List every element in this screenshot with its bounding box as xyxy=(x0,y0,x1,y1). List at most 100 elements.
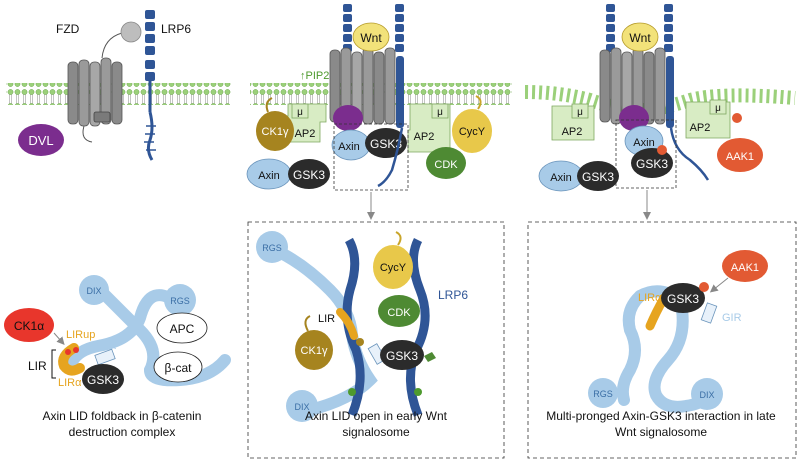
aak1-right xyxy=(717,138,763,172)
lir-bl-label: LIR xyxy=(28,359,47,373)
gsk3-bl xyxy=(82,364,124,394)
box-bottom-middle xyxy=(247,221,505,459)
phospho-dot-right xyxy=(657,145,667,155)
aak1-right-label: AAK1 xyxy=(726,151,754,163)
ck1g-mid-label: CK1γ xyxy=(262,126,289,138)
caption-bl-2: destruction complex xyxy=(69,425,176,439)
ck1g-bm xyxy=(295,330,333,370)
gir-br-label: GIR xyxy=(722,312,742,324)
rgs-bl xyxy=(164,284,196,316)
dvl-mid xyxy=(333,105,363,131)
fzd-receptor xyxy=(67,32,123,143)
ck1a-bl-label: CK1α xyxy=(14,319,44,333)
mu-right-right-label: μ xyxy=(715,103,721,114)
focus-box-mid xyxy=(333,123,409,191)
lir-bm xyxy=(336,308,358,340)
lrp6-stack-right xyxy=(606,4,673,52)
panel-top-right: Wnt μ AP2 μ AP2 Axin GSK3 AAK1 Axin GSK3 xyxy=(524,4,796,220)
axin-right-label: Axin xyxy=(633,137,654,149)
cdk-mid-label: CDK xyxy=(434,159,458,171)
wnt-label-mid: Wnt xyxy=(360,31,382,45)
mu-left-right-label: μ xyxy=(577,107,583,118)
cycy-bm-label: CycY xyxy=(380,262,407,274)
apc-bl-label: APC xyxy=(170,322,195,336)
panel-bottom-right: RGS DIX AAK1 LIRα GSK3 GIR Multi-pronged… xyxy=(527,221,797,459)
ck1a-bl xyxy=(4,308,54,342)
caption-bm-1: Axin LID open in early Wnt xyxy=(305,409,448,423)
caption-bl-1: Axin LID foldback in β-catenin xyxy=(43,409,202,423)
lira-bl-label: LIRα xyxy=(58,377,82,389)
lrp6-receptor xyxy=(144,10,156,161)
panel-bottom-middle: RGS DIX LRP6 CycY CDK LIR CK1γ GSK3 Axin… xyxy=(247,221,505,459)
axin-mid-label: Axin xyxy=(338,141,359,153)
dix-bl xyxy=(79,275,109,305)
rgs-bm-label: RGS xyxy=(262,243,282,253)
gsk3-free-mid xyxy=(288,159,330,189)
cycy-mid-label: CycY xyxy=(459,126,486,138)
lira-br-label: LIRα xyxy=(638,292,662,304)
pip2-label: ↑PIP2 xyxy=(300,70,329,82)
aak1-br xyxy=(722,250,768,282)
lrp6-stack-mid xyxy=(343,4,404,52)
gsk3-mid-label: GSK3 xyxy=(370,137,402,151)
caption-bm-2: signalosome xyxy=(342,425,410,439)
gsk3-bl-label: GSK3 xyxy=(87,373,119,387)
apc-bl xyxy=(156,312,208,344)
gsk3-free-mid-label: GSK3 xyxy=(293,168,325,182)
box-bottom-right xyxy=(527,221,797,459)
rgs-bm xyxy=(256,231,288,263)
gsk3-right xyxy=(631,148,673,178)
rgs-br-label: RGS xyxy=(593,389,613,399)
dvl-right xyxy=(619,105,649,131)
fzd-bundle-mid xyxy=(329,47,404,128)
rgs-bl-label: RGS xyxy=(170,296,190,306)
mu-right-right xyxy=(709,99,727,115)
focus-box-right xyxy=(615,119,677,189)
dix-bm xyxy=(286,390,318,422)
mu-right-mid-label: μ xyxy=(437,107,443,118)
ap2-left-mid-label: AP2 xyxy=(295,128,316,140)
cdk-bm-label: CDK xyxy=(387,307,411,319)
mu-right-mid xyxy=(431,103,449,119)
wnt-ligand-mid xyxy=(352,22,390,52)
dix-bm-label: DIX xyxy=(294,402,309,412)
panel-top-left: FZD LRP6 DVL xyxy=(6,10,231,161)
dix-bl-label: DIX xyxy=(86,286,101,296)
gsk3-br xyxy=(661,283,705,313)
fzd-bundle-right xyxy=(599,47,674,128)
gsk3-right-label: GSK3 xyxy=(636,157,668,171)
lrp6-label: LRP6 xyxy=(161,22,191,36)
crd-domain xyxy=(120,21,142,43)
gsk3-br-label: GSK3 xyxy=(667,292,699,306)
aak1-br-label: AAK1 xyxy=(731,262,759,274)
bcat-bl xyxy=(153,351,203,383)
ap2-left-right-label: AP2 xyxy=(562,126,583,138)
gsk3-bm-label: GSK3 xyxy=(386,349,418,363)
dvl-protein xyxy=(18,124,64,156)
caption-br-1: Multi-pronged Axin-GSK3 interaction in l… xyxy=(546,409,776,423)
cycy-mid xyxy=(452,109,492,153)
ap2-right-right-label: AP2 xyxy=(690,122,711,134)
wnt-ligand-right xyxy=(621,22,659,52)
lrp6-tail-bm2 xyxy=(405,237,430,417)
gsk3-bm xyxy=(380,340,424,370)
mu-left-mid-label: μ xyxy=(297,107,303,118)
axin-free-right-label: Axin xyxy=(550,172,571,184)
axin-free-mid-label: Axin xyxy=(258,170,279,182)
panel-bottom-left: DIX RGS APC β-cat CK1α LIRup GIR LIR LIR… xyxy=(4,275,231,394)
cdk-bm xyxy=(378,295,420,327)
lirup-bl-label: LIRup xyxy=(66,329,95,341)
fzd-label: FZD xyxy=(56,22,80,36)
gir-bl-label: GIR xyxy=(97,340,117,352)
dix-br xyxy=(691,378,723,410)
wnt-label-right: Wnt xyxy=(629,31,651,45)
lrp6-bm-label: LRP6 xyxy=(438,288,468,302)
gsk3-free-right xyxy=(577,161,619,191)
ck1g-mid xyxy=(256,111,294,151)
lir-bm-label: LIR xyxy=(318,313,335,325)
dvl-label: DVL xyxy=(28,133,53,148)
cdk-mid xyxy=(426,147,466,179)
mu-left-right xyxy=(571,103,589,119)
ap2-right-mid-label: AP2 xyxy=(414,131,435,143)
